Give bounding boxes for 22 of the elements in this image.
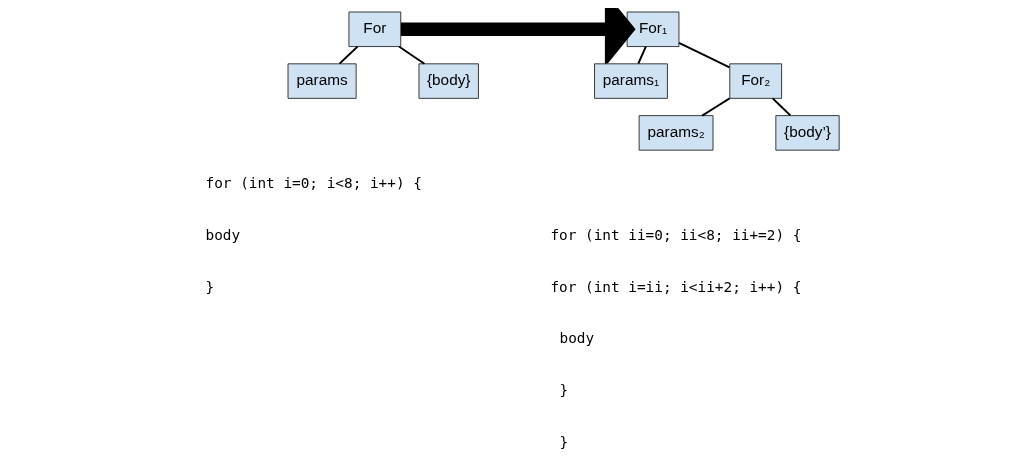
node-box: For₁ bbox=[626, 11, 679, 48]
node-box: {body’} bbox=[774, 115, 840, 151]
label: for (int i=0; i<8; i++) { bbox=[205, 175, 422, 192]
node-box: params₁ bbox=[593, 63, 668, 99]
label: for (int ii=0; ii<8; ii+=2) { bbox=[549, 226, 801, 243]
connector bbox=[338, 45, 358, 65]
node-box: For bbox=[347, 11, 401, 48]
connector bbox=[677, 41, 730, 69]
label: } bbox=[559, 382, 568, 399]
connector bbox=[700, 97, 731, 117]
connector bbox=[397, 45, 425, 65]
node-box: For₂ bbox=[728, 63, 782, 99]
node-box: params₂ bbox=[638, 115, 713, 151]
label: for (int i=ii; i<ii+2; i++) { bbox=[549, 278, 801, 295]
connector bbox=[636, 45, 647, 65]
label: } bbox=[205, 278, 214, 295]
connector bbox=[771, 97, 791, 117]
node-box: params bbox=[287, 63, 357, 99]
label: body bbox=[559, 330, 594, 347]
label: } bbox=[559, 434, 568, 451]
label: body bbox=[205, 226, 240, 243]
node-box: {body} bbox=[418, 63, 479, 99]
